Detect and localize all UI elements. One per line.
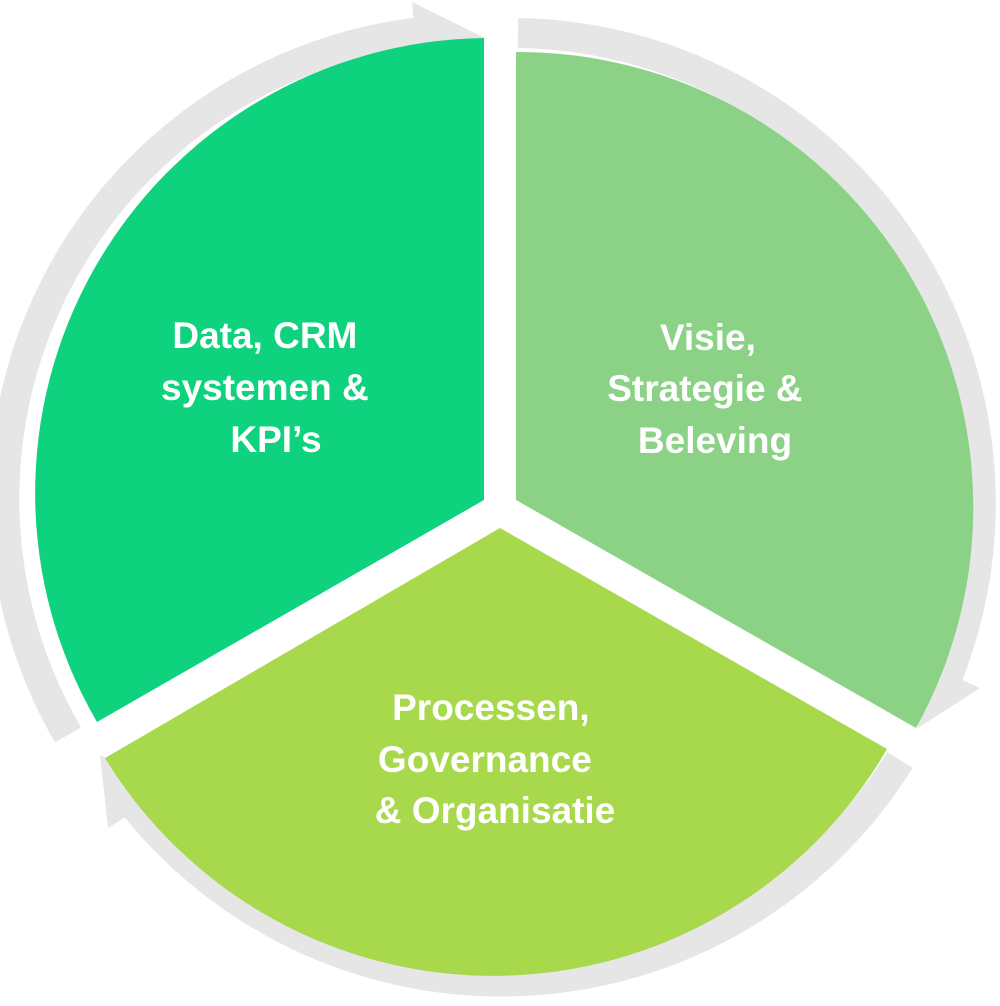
- label-processen-line-1: Processen,: [392, 687, 589, 728]
- label-data-line-1: Data, CRM: [172, 315, 357, 356]
- label-data: Data, CRM systemen & KPI’s: [161, 315, 379, 460]
- ring-arc-bottom: [118, 752, 913, 997]
- segment-data: [35, 38, 485, 722]
- label-visie: Visie, Strategie & Beleving: [607, 317, 813, 461]
- segment-visie: [516, 51, 974, 729]
- segment-processen: [105, 528, 887, 976]
- segments: [35, 38, 974, 976]
- label-processen-line-3: & Organisatie: [375, 790, 616, 831]
- label-data-line-2: systemen &: [161, 367, 369, 408]
- label-processen-line-2: Governance: [378, 739, 592, 780]
- label-visie-line-1: Visie,: [660, 317, 756, 358]
- ring-arc-top: [0, 17, 422, 743]
- label-processen: Processen, Governance & Organisatie: [375, 687, 616, 831]
- label-data-line-3: KPI’s: [230, 419, 321, 460]
- segment-labels: Data, CRM systemen & KPI’s Visie, Strate…: [161, 315, 813, 831]
- label-visie-line-3: Beleving: [638, 420, 792, 461]
- ring-arc-right: [517, 18, 996, 696]
- label-visie-line-2: Strategie &: [607, 368, 802, 409]
